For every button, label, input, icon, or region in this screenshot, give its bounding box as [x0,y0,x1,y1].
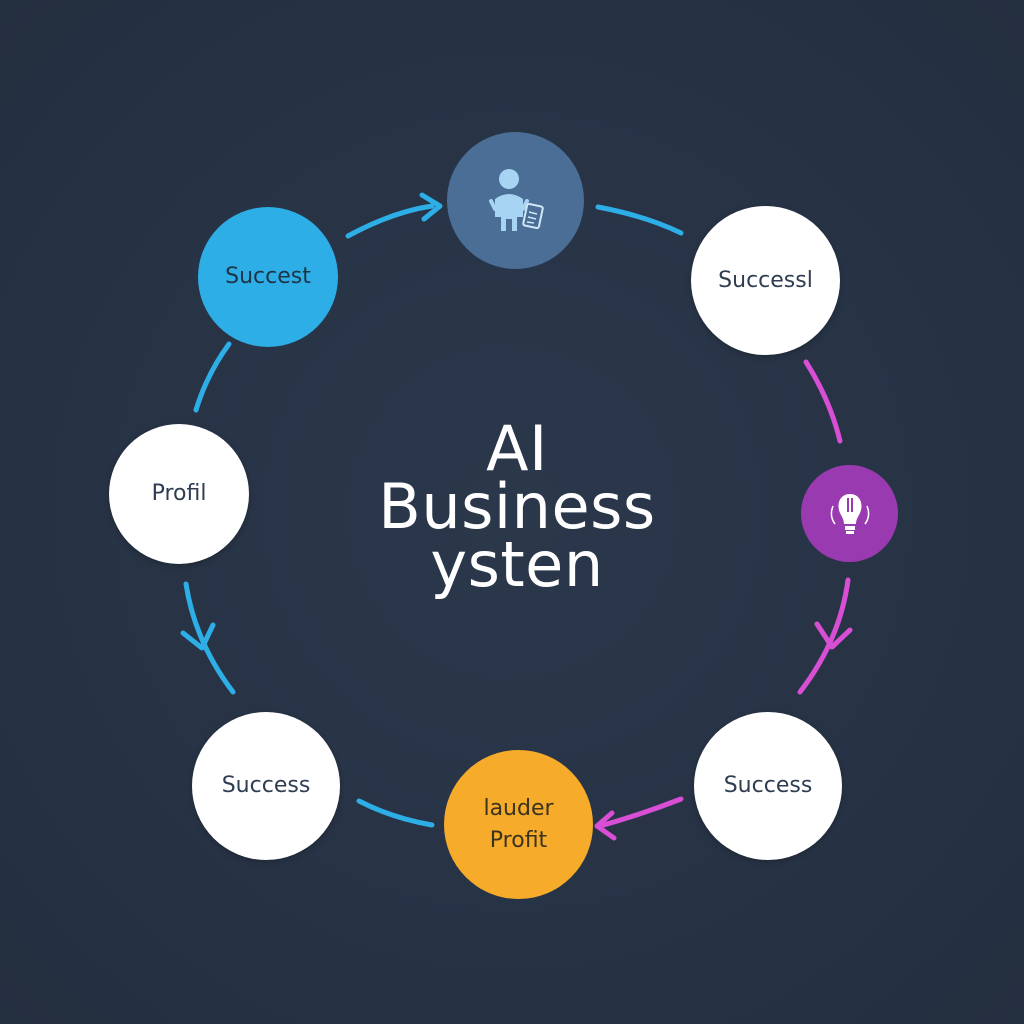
arrowhead-purple-down [814,621,853,650]
node-bottom-right-label: Success [723,773,813,799]
node-top [447,132,584,269]
connector-left-to-topleft [193,341,232,413]
node-right [801,465,898,562]
arrowhead-topleft-to-top [419,192,443,222]
arrowhead-left-down [180,622,216,651]
connector-purple-to-bottomright [797,577,851,695]
node-left: Profil [109,424,249,564]
title-line-3: ysten [430,528,604,601]
connector-left-to-bottomleft [183,581,236,695]
node-bottom: lauder Profit [444,750,593,899]
node-bottom-left-label: Success [221,773,311,799]
lightbulb-icon [830,493,869,534]
person-with-document-icon [488,168,544,231]
title-line-1: AI [486,412,548,485]
title-line-2: Business [378,470,656,543]
connector-bottom-to-bottomleft [356,798,435,828]
node-top-left-label: Succest [225,264,311,290]
connector-top-to-topright [595,204,684,236]
node-top-left: Succest [198,207,338,347]
node-bottom-label-line2: Profit [489,827,548,853]
connector-topright-to-purple [803,359,843,444]
node-left-label: Profil [151,481,207,507]
node-top-right-label: Successl [718,267,813,293]
arrowhead-bottom-left [594,810,617,841]
connector-bottomright-to-bottom [597,796,684,829]
diagram-title: AI Business ysten [312,412,722,601]
connector-topleft-to-top [345,203,435,239]
node-bottom-label-line1: lauder [483,795,554,821]
node-top-right: Successl [691,206,840,355]
node-bottom-right: Success [694,712,842,860]
node-bottom-left: Success [192,712,340,860]
